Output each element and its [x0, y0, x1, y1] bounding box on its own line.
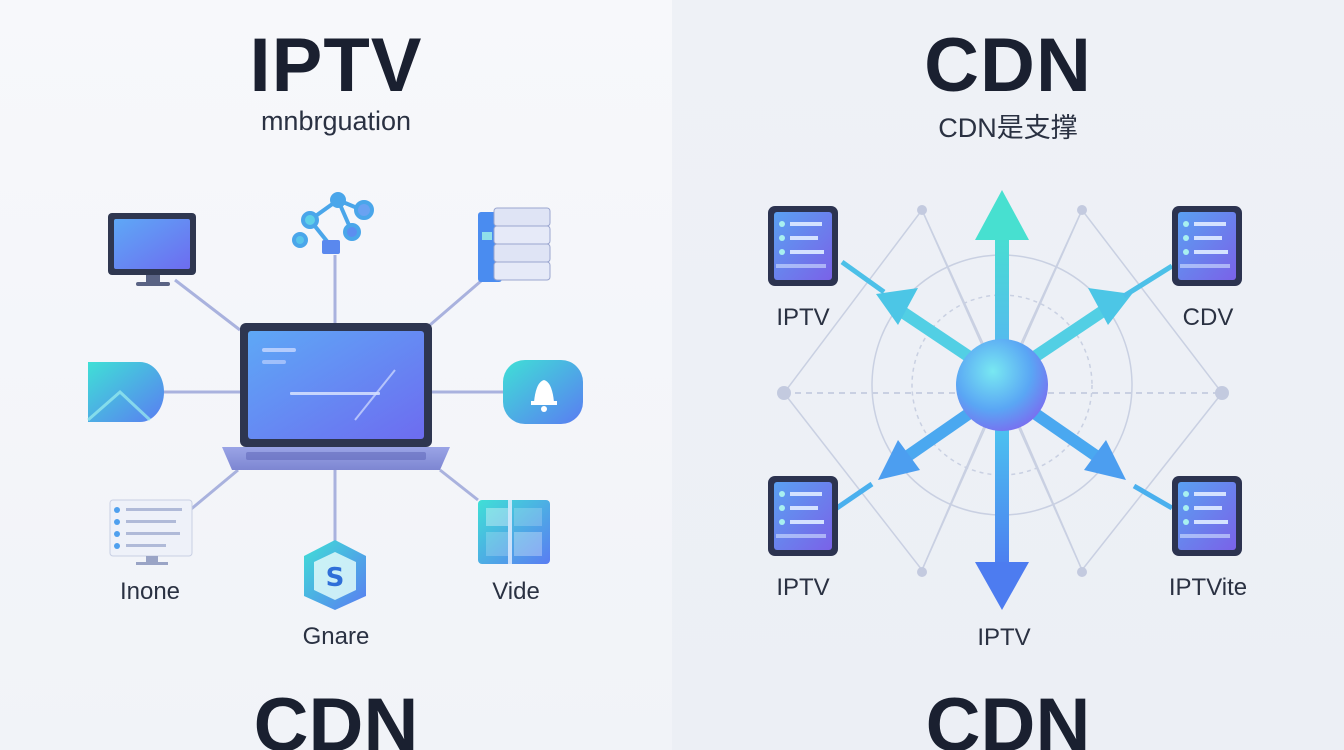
- left-diagram: S: [87, 192, 583, 610]
- network-icon: [292, 192, 374, 254]
- grid-window-icon: [478, 500, 550, 564]
- node-label: Vide: [492, 578, 540, 605]
- arrow-down-left-icon: [832, 403, 981, 513]
- right-title: CDN: [924, 23, 1092, 108]
- shield-s-icon: S: [304, 540, 366, 610]
- arrow-up-icon: [975, 190, 1029, 350]
- globe-hub-icon: [956, 339, 1048, 431]
- node-label: CDV: [1182, 304, 1234, 331]
- right-bottom-title: CDN: [925, 683, 1091, 750]
- arrow-up-left-icon: [840, 259, 981, 367]
- right-subtitle: CDN是支撑: [938, 113, 1078, 143]
- node-label: Gnare: [302, 623, 370, 650]
- bell-icon: [503, 360, 583, 424]
- server-stack-icon: [478, 207, 551, 282]
- laptop-icon: [222, 323, 450, 470]
- right-diagram: [768, 190, 1242, 610]
- node-label: Inone: [119, 578, 181, 605]
- node-label: IPTV: [977, 624, 1031, 651]
- svg-text:S: S: [326, 563, 345, 593]
- left-panel: IPTV mnbrguation: [0, 0, 672, 750]
- web-dots: [777, 205, 1229, 577]
- node-label: IPTV: [776, 304, 830, 331]
- server-list-icon: [768, 206, 838, 286]
- connector-lines: [160, 255, 510, 545]
- node-label: IPTV: [776, 574, 830, 601]
- right-panel: CDN CDN是支撑: [672, 0, 1344, 750]
- server-list-icon: [1172, 206, 1242, 286]
- list-monitor-icon: [109, 499, 193, 565]
- left-subtitle: mnbrguation: [260, 106, 412, 136]
- monitor-icon: [108, 213, 196, 286]
- envelope-icon: [87, 362, 164, 422]
- server-list-icon: [1172, 476, 1242, 556]
- left-title: IPTV: [249, 23, 423, 108]
- node-label: IPTVite: [1168, 574, 1248, 601]
- left-bottom-title: CDN: [253, 683, 419, 750]
- server-list-icon: [768, 476, 838, 556]
- arrow-up-right-icon: [1023, 263, 1174, 367]
- arrow-down-icon: [975, 420, 1029, 610]
- arrow-down-right-icon: [1023, 403, 1174, 511]
